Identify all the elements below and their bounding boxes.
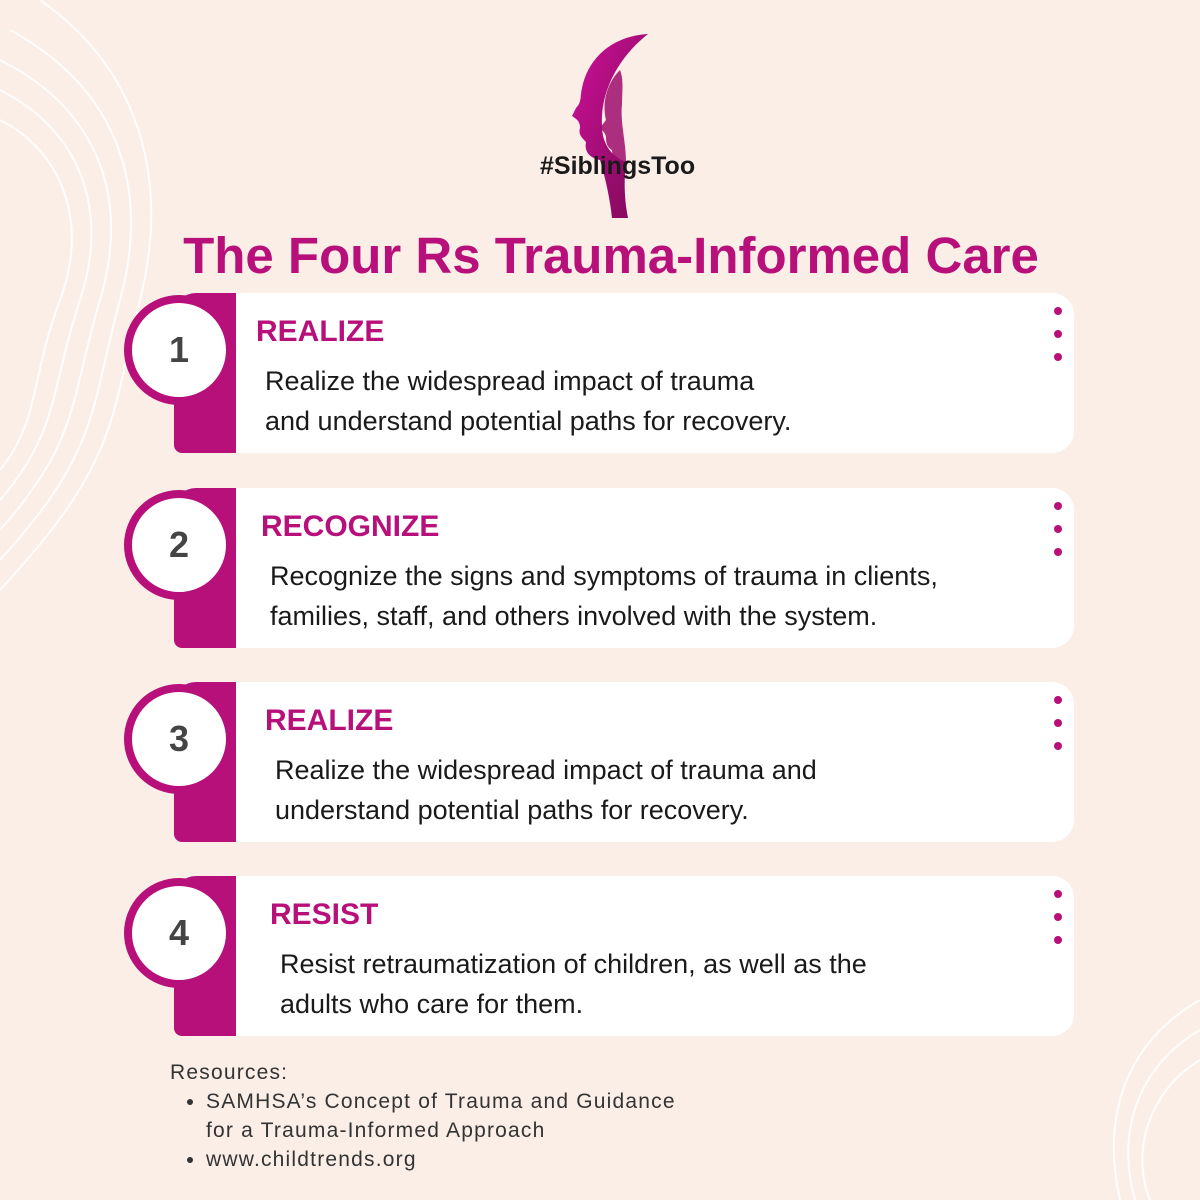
menu-dot	[1054, 696, 1062, 704]
menu-dot	[1054, 548, 1062, 556]
menu-dot	[1054, 719, 1062, 727]
step-card-body	[236, 488, 1074, 648]
step-card-body	[236, 876, 1074, 1036]
step-number-badge: 3	[124, 684, 234, 794]
step-number-badge: 2	[124, 490, 234, 600]
step-description: Resist retraumatization of children, as …	[280, 944, 867, 1024]
step-description-line: adults who care for them.	[280, 989, 584, 1019]
step-description: Realize the widespread impact of trauma …	[265, 361, 791, 441]
menu-dot	[1054, 890, 1062, 898]
step-description-line: understand potential paths for recovery.	[275, 795, 749, 825]
step-number-badge: 1	[124, 295, 234, 405]
menu-dot	[1054, 307, 1062, 315]
menu-dot	[1054, 525, 1062, 533]
step-description-line: Realize the widespread impact of trauma …	[275, 755, 817, 785]
resource-line: for a Trauma-Informed Approach	[206, 1119, 546, 1142]
resource-line: SAMHSA’s Concept of Trauma and Guidance	[206, 1090, 676, 1113]
resources-list: SAMHSA’s Concept of Trauma and Guidance …	[170, 1087, 676, 1174]
menu-dots-icon[interactable]	[1054, 696, 1064, 756]
step-heading: REALIZE	[265, 704, 394, 737]
step-number-badge: 4	[124, 878, 234, 988]
step-description-line: Realize the widespread impact of trauma	[265, 366, 755, 396]
menu-dot	[1054, 330, 1062, 338]
step-description-line: and understand potential paths for recov…	[265, 406, 792, 436]
step-card-body	[236, 293, 1074, 453]
step-heading: RECOGNIZE	[261, 510, 440, 543]
step-heading: REALIZE	[256, 315, 385, 348]
brand-logo: #SiblingsToo	[540, 30, 696, 220]
step-heading: RESIST	[270, 898, 379, 931]
menu-dot	[1054, 913, 1062, 921]
step-card-3: 3 REALIZE Realize the widespread impact …	[0, 682, 1074, 842]
resource-item: SAMHSA’s Concept of Trauma and Guidance …	[206, 1087, 676, 1145]
menu-dot	[1054, 936, 1062, 944]
brand-hashtag: #SiblingsToo	[540, 152, 696, 180]
faces-crescent-logo-icon	[572, 34, 648, 218]
resources-label: Resources:	[170, 1061, 289, 1084]
menu-dot	[1054, 353, 1062, 361]
menu-dots-icon[interactable]	[1054, 890, 1064, 950]
menu-dot	[1054, 502, 1062, 510]
step-card-1: 1 REALIZE Realize the widespread impact …	[0, 293, 1074, 453]
menu-dot	[1054, 742, 1062, 750]
page-title: The Four Rs Trauma-Informed Care	[183, 227, 1039, 284]
step-description-line: Recognize the signs and symptoms of trau…	[270, 561, 938, 591]
resources-section: Resources: SAMHSA’s Concept of Trauma an…	[170, 1058, 676, 1174]
step-description: Recognize the signs and symptoms of trau…	[270, 556, 938, 636]
step-card-2: 2 RECOGNIZE Recognize the signs and symp…	[0, 488, 1074, 648]
step-card-body	[236, 682, 1074, 842]
resource-link[interactable]: www.childtrends.org	[206, 1145, 676, 1174]
resource-line: www.childtrends.org	[206, 1148, 417, 1171]
step-description-line: families, staff, and others involved wit…	[270, 601, 878, 631]
step-description: Realize the widespread impact of trauma …	[275, 750, 817, 830]
step-card-4: 4 RESIST Resist retraumatization of chil…	[0, 876, 1074, 1036]
menu-dots-icon[interactable]	[1054, 307, 1064, 367]
step-description-line: Resist retraumatization of children, as …	[280, 949, 867, 979]
menu-dots-icon[interactable]	[1054, 502, 1064, 562]
